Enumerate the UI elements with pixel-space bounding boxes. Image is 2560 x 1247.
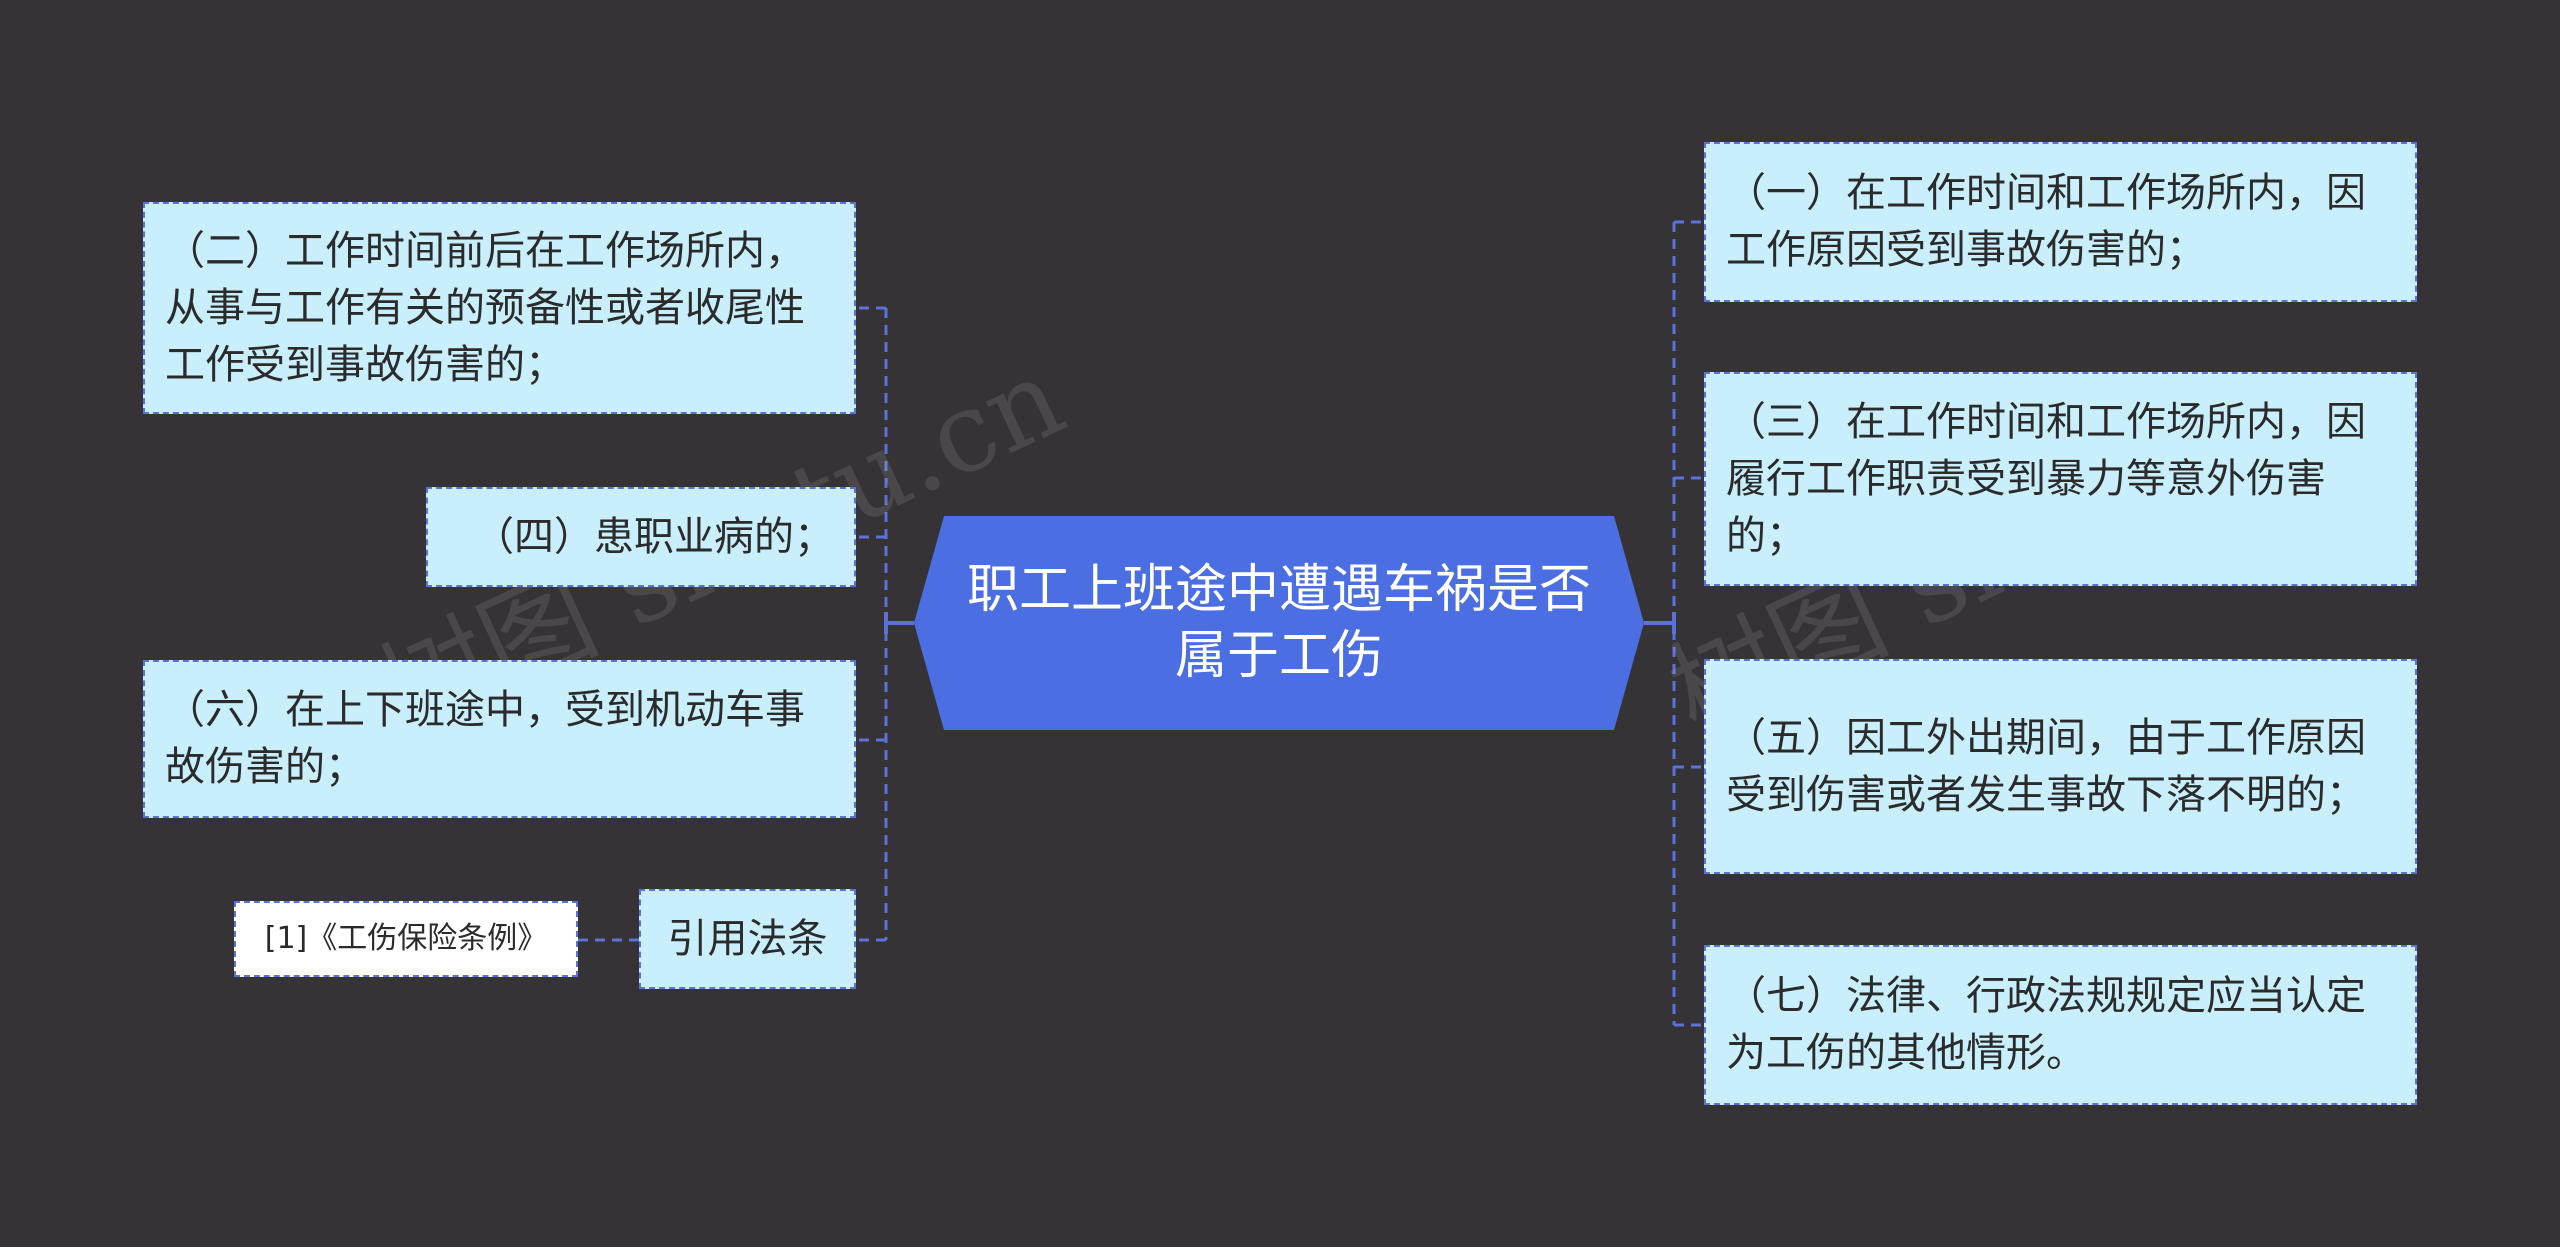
right-topic-r4-label: （七）法律、行政法规规定应当认定为工伤的其他情形。	[1726, 973, 2366, 1076]
left-topic-l3-label: （六）在上下班途中，受到机动车事故伤害的；	[165, 687, 805, 790]
right-topic-r1-label: （一）在工作时间和工作场所内，因工作原因受到事故伤害的；	[1726, 170, 2366, 273]
left-topic-l2[interactable]: （四）患职业病的；	[426, 487, 856, 587]
right-topic-r2-label: （三）在工作时间和工作场所内，因履行工作职责受到暴力等意外伤害的；	[1726, 398, 2366, 559]
citation-leaf-label: [1]《工伤保险条例》	[264, 921, 548, 956]
root-topic[interactable]: 职工上班途中遭遇车祸是否属于工伤	[914, 516, 1644, 730]
citation-leaf[interactable]: [1]《工伤保险条例》	[234, 901, 578, 977]
left-topic-l1-label: （二）工作时间前后在工作场所内，从事与工作有关的预备性或者收尾性工作受到事故伤害…	[165, 227, 805, 388]
left-topic-citations-label: 引用法条	[667, 915, 828, 962]
left-topic-l1[interactable]: （二）工作时间前后在工作场所内，从事与工作有关的预备性或者收尾性工作受到事故伤害…	[143, 202, 856, 414]
root-topic-label: 职工上班途中遭遇车祸是否属于工伤	[966, 560, 1591, 686]
right-topic-r2[interactable]: （三）在工作时间和工作场所内，因履行工作职责受到暴力等意外伤害的；	[1704, 372, 2417, 586]
left-topic-citations[interactable]: 引用法条	[639, 889, 856, 989]
right-topic-r3[interactable]: （五）因工外出期间，由于工作原因受到伤害或者发生事故下落不明的；	[1704, 659, 2417, 874]
right-topic-r1[interactable]: （一）在工作时间和工作场所内，因工作原因受到事故伤害的；	[1704, 142, 2417, 302]
left-topic-l2-label: （四）患职业病的；	[474, 513, 834, 560]
left-topic-l3[interactable]: （六）在上下班途中，受到机动车事故伤害的；	[143, 660, 856, 818]
right-topic-r4[interactable]: （七）法律、行政法规规定应当认定为工伤的其他情形。	[1704, 945, 2417, 1105]
right-topic-r3-label: （五）因工外出期间，由于工作原因受到伤害或者发生事故下落不明的；	[1726, 714, 2366, 818]
